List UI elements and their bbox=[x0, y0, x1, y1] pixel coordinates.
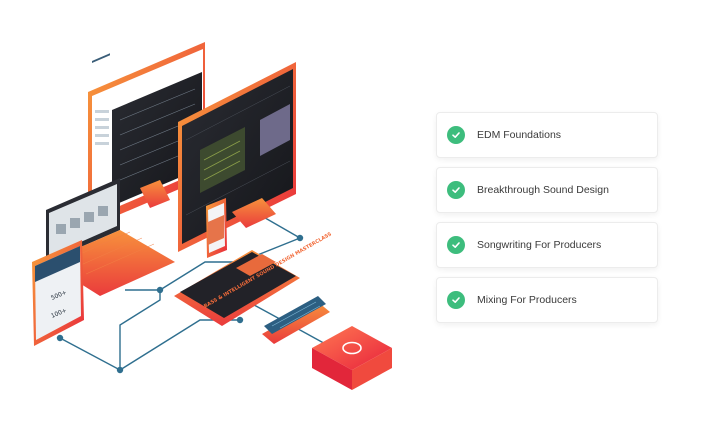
devices-illustration-icon: 500+ 100+ BASS & INTELLIGENT SOUND DESIG… bbox=[32, 42, 392, 390]
check-circle-icon bbox=[447, 181, 465, 199]
course-label: Songwriting For Producers bbox=[477, 239, 602, 251]
course-label: Breakthrough Sound Design bbox=[477, 184, 609, 196]
course-card-edm-foundations[interactable]: EDM Foundations bbox=[436, 112, 658, 158]
course-card-breakthrough-sound-design[interactable]: Breakthrough Sound Design bbox=[436, 167, 658, 213]
check-circle-icon bbox=[447, 291, 465, 309]
course-card-mixing-for-producers[interactable]: Mixing For Producers bbox=[436, 277, 658, 323]
card-device bbox=[262, 296, 330, 344]
course-list: EDM Foundations Breakthrough Sound Desig… bbox=[436, 112, 658, 332]
course-card-songwriting-for-producers[interactable]: Songwriting For Producers bbox=[436, 222, 658, 268]
course-label: Mixing For Producers bbox=[477, 294, 577, 306]
hub-box bbox=[312, 326, 392, 390]
check-circle-icon bbox=[447, 126, 465, 144]
phone-small bbox=[206, 198, 227, 258]
monitor-front bbox=[178, 62, 296, 252]
check-circle-icon bbox=[447, 236, 465, 254]
phone-left: 500+ 100+ bbox=[32, 240, 84, 346]
course-label: EDM Foundations bbox=[477, 129, 562, 141]
